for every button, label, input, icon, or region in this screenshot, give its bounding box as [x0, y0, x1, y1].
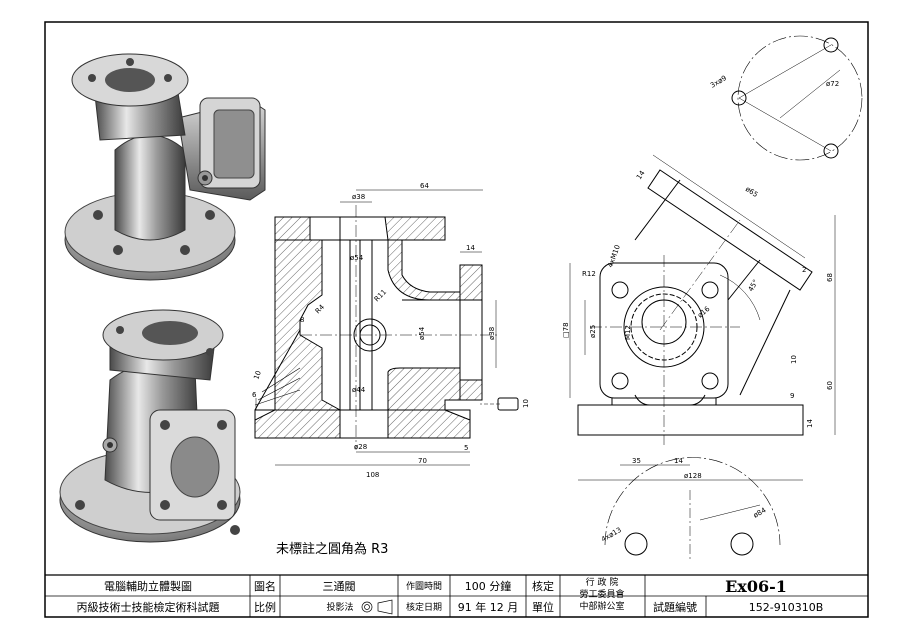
time-label: 作圖時間: [406, 580, 442, 592]
dim-60: 60: [826, 381, 834, 390]
flange-detail-top: [731, 35, 863, 161]
dim-r12: R12: [582, 270, 596, 278]
check-label: 核定: [532, 579, 554, 593]
dim-4xm10: 4xM10: [606, 244, 622, 269]
dim-d38-side: ø38: [488, 327, 496, 340]
title-block-text: 電腦輔助立體製圖 丙級技術士技能檢定術科試題 圖名 比例 三通閥 投影法 作圖時…: [77, 576, 824, 614]
scale-label: 比例: [254, 600, 276, 614]
drawing-code: Ex06-1: [725, 577, 787, 596]
sheet-border: [44, 21, 869, 618]
dim-35: 35: [632, 457, 641, 465]
flange-detail-bottom: [604, 457, 781, 560]
dim-d28: ø28: [354, 443, 367, 451]
dim-r11: R11: [373, 288, 388, 303]
dim-64: 64: [420, 182, 429, 190]
dim-3-holes: 3xø9: [709, 74, 728, 90]
side-view-dimensions: ø65 14 2 45° 68 R12 4xM10 ø16 □78 ø25 M1…: [562, 169, 834, 480]
dim-5: 5: [464, 444, 468, 452]
org-line1: 行 政 院: [586, 576, 619, 588]
dim-r4: R4: [314, 303, 327, 316]
dim-10-right: 10: [790, 355, 798, 364]
unit-label: 單位: [532, 600, 554, 614]
dim-10-pin: 10: [522, 399, 530, 408]
dim-d72: ø72: [826, 80, 839, 88]
isometric-view-bottom: [59, 309, 241, 543]
dim-d38: ø38: [352, 193, 365, 201]
isometric-view-top: [64, 53, 266, 281]
dim-9: 9: [790, 392, 794, 400]
dim-14-base: 14: [806, 419, 814, 428]
dim-d54-upper: ø54: [350, 254, 364, 262]
title-sub: 丙級技術士技能檢定術科試題: [77, 600, 220, 614]
projection-label: 投影法: [326, 601, 353, 613]
title-block: [45, 574, 868, 617]
dim-68: 68: [826, 273, 834, 282]
dim-14-flange: 14: [635, 169, 647, 181]
dim-m12: M12: [624, 325, 632, 340]
dim-d44: ø44: [352, 386, 366, 394]
dim-d128: ø128: [684, 472, 702, 480]
dim-14-top: 14: [466, 244, 475, 252]
name-value: 三通閥: [323, 580, 356, 593]
front-section-view: [254, 189, 519, 466]
dim-70: 70: [418, 457, 427, 465]
dim-d54-mid: ø54: [418, 326, 426, 340]
dim-d84: ø84: [752, 506, 768, 520]
dim-2: 2: [802, 266, 806, 274]
dim-sq78: □78: [562, 322, 570, 338]
dim-10-left: 10: [252, 370, 263, 381]
date-label: 核定日期: [406, 601, 442, 613]
side-view: [569, 154, 836, 481]
dim-6: 6: [252, 391, 257, 399]
dim-d65: ø65: [744, 185, 759, 199]
title-main: 電腦輔助立體製圖: [104, 579, 192, 593]
dim-d25: ø25: [589, 325, 597, 338]
serial-value: 152-910310B: [749, 601, 824, 614]
date-value: 91 年 12 月: [458, 600, 518, 614]
org-line2: 勞工委員會: [579, 588, 624, 600]
dim-14-bottom: 14: [674, 457, 683, 465]
dim-8: 8: [300, 316, 304, 324]
dim-4-holes: 4xø13: [600, 526, 623, 544]
dim-108: 108: [366, 471, 379, 479]
name-label: 圖名: [254, 579, 276, 593]
drawing-note: 未標註之圓角為 R3: [276, 541, 388, 557]
org-line3: 中部辦公室: [579, 600, 624, 612]
dim-45: 45°: [747, 278, 760, 293]
serial-label: 試題編號: [653, 600, 697, 614]
time-value: 100 分鐘: [465, 579, 512, 593]
